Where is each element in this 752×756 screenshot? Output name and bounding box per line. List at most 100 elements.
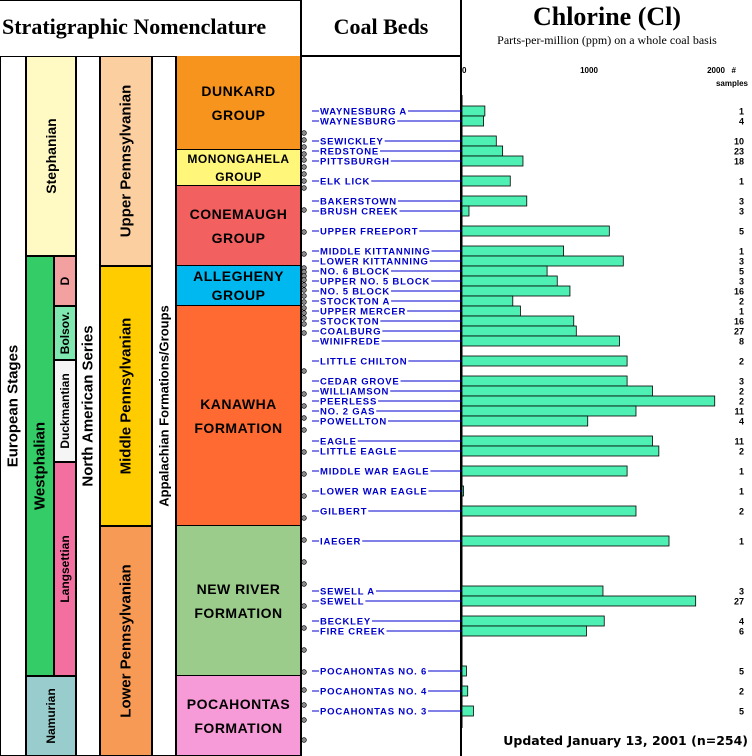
chlorine-bar	[461, 705, 474, 717]
sample-count: 2	[739, 687, 744, 697]
bed-label: LITTLE EAGLE	[320, 447, 397, 458]
kanawha-formation: KANAWHA FORMATION	[176, 306, 301, 526]
bed-label-background	[319, 116, 398, 128]
bed-marker-dot	[301, 449, 307, 455]
bed-marker-dot	[301, 647, 307, 653]
header-divider	[300, 0, 302, 756]
bed-marker-dot	[301, 287, 307, 293]
bed-label-background	[319, 626, 387, 638]
bed-label: SEWICKLEY	[320, 137, 384, 148]
bed-label-background	[319, 416, 389, 428]
x-tick-label: 2000	[707, 66, 725, 75]
bed-label: GILBERT	[320, 507, 367, 518]
bed-label: WILLIAMSON	[320, 387, 389, 398]
bed-marker-dot	[301, 427, 307, 433]
bed-marker-dot	[301, 130, 307, 136]
bed-label-background	[319, 406, 377, 418]
sample-count: 23	[734, 147, 744, 157]
bed-marker-dot	[301, 185, 307, 191]
pocahontas-formation: POCAHONTAS FORMATION	[176, 676, 301, 756]
chlorine-bar	[461, 685, 469, 697]
chlorine-bar	[461, 595, 697, 607]
bed-label-background	[319, 616, 372, 628]
sample-count: 2	[739, 397, 744, 407]
bed-marker-dot	[301, 151, 307, 157]
bed-label: FIRE CREEK	[320, 627, 386, 638]
d-stage-cell: D	[54, 256, 76, 306]
sample-count: 16	[734, 287, 744, 297]
bed-label-background	[319, 246, 432, 258]
bed-marker-dot	[301, 625, 307, 631]
chlorine-bar	[461, 505, 637, 517]
chlorine-bar	[461, 415, 589, 427]
sample-count: 5	[739, 227, 744, 237]
bed-label: PEERLESS	[320, 397, 377, 408]
bed-label-background	[319, 596, 366, 608]
x-tick-label: 1000	[580, 66, 598, 75]
chlorine-bar	[461, 305, 521, 317]
bed-label-background	[319, 256, 430, 268]
chlorine-bar	[461, 145, 504, 157]
bed-label: ELK LICK	[320, 177, 370, 188]
chlorine-bar	[461, 245, 564, 257]
chlorine-bar	[461, 375, 628, 387]
bed-marker-dot	[301, 717, 307, 723]
chlorine-bar	[461, 625, 587, 637]
sample-count: 1	[739, 247, 744, 257]
chlorine-bar	[461, 385, 653, 397]
bed-label: POCAHONTAS NO. 4	[320, 687, 427, 698]
bed-label-background	[319, 356, 409, 368]
bed-label: POWELLTON	[320, 417, 387, 428]
sample-count: 3	[739, 377, 744, 387]
bed-label: BECKLEY	[320, 617, 371, 628]
chlorine-bar	[461, 435, 653, 447]
bed-label-background	[319, 706, 429, 718]
bed-label-background	[319, 506, 369, 518]
bed-label: POCAHONTAS NO. 6	[320, 667, 427, 678]
duckmantian-cell: Duckmantian	[54, 360, 76, 462]
bed-marker-dot	[301, 178, 307, 184]
bed-label: STOCKTON A	[320, 297, 390, 308]
new-river-formation-label: NEW RIVER FORMATION	[194, 580, 283, 621]
sample-count: 3	[739, 207, 744, 217]
chlorine-bar	[461, 155, 524, 167]
sample-count: 11	[734, 407, 744, 417]
bed-label: COALBURG	[320, 327, 381, 338]
bed-marker-dot	[301, 559, 307, 565]
bed-marker-dot	[301, 391, 307, 397]
chlorine-bar	[461, 265, 548, 277]
bolsov-cell: Bolsov.	[54, 306, 76, 360]
bed-label-background	[319, 536, 363, 548]
sample-count: 5	[739, 667, 744, 677]
bed-marker-dot	[301, 251, 307, 257]
sample-count: 8	[739, 337, 744, 347]
sample-count: 3	[739, 197, 744, 207]
sample-count: 4	[739, 117, 744, 127]
footer-note: Updated January 13, 2001 (n=254)	[503, 733, 748, 748]
bed-label-background	[319, 306, 408, 318]
middle-penn-cell: Middle Pennsylvanian	[100, 266, 152, 526]
bed-label: SEWELL	[320, 597, 364, 608]
bed-label-background	[319, 466, 431, 478]
sample-count: 1	[739, 487, 744, 497]
allegheny-group: ALLEGHENY GROUP	[176, 266, 301, 306]
sample-count: 3	[739, 277, 744, 287]
chlorine-bar	[461, 275, 558, 287]
sample-count: 2	[739, 387, 744, 397]
bed-label-background	[319, 276, 432, 288]
bed-label: UPPER NO. 5 BLOCK	[320, 277, 430, 288]
chlorine-bar	[461, 285, 571, 297]
bed-marker-dot	[301, 403, 307, 409]
bed-label: LOWER KITTANNING	[320, 257, 429, 268]
bed-marker-dot	[301, 315, 307, 321]
bed-marker-dot	[301, 164, 307, 170]
sample-count: 5	[739, 267, 744, 277]
bed-marker-dot	[301, 277, 307, 283]
nomenclature-header: Stratigraphic Nomenclature	[2, 14, 267, 39]
chlorine-bar	[461, 465, 628, 477]
bed-marker-dot	[301, 330, 307, 336]
bed-label: NO. 5 BLOCK	[320, 287, 390, 298]
bed-marker-dot	[301, 687, 307, 693]
bed-label: NO. 6 BLOCK	[320, 267, 390, 278]
